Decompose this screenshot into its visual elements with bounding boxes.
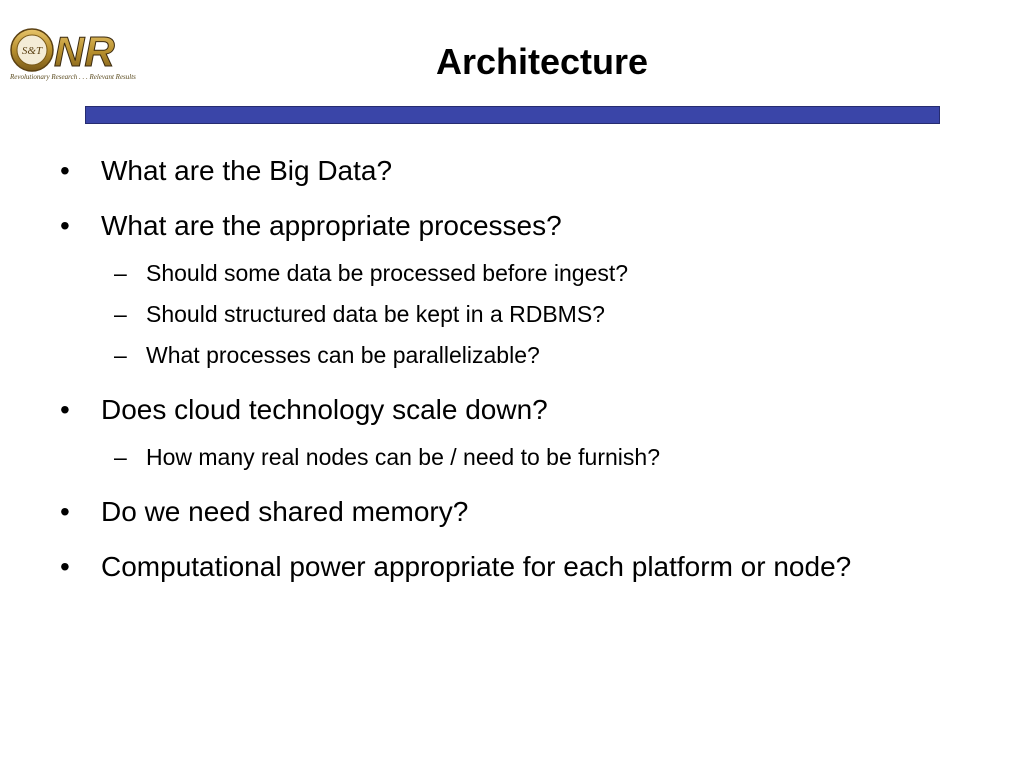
- sub-bullet-mark: –: [114, 260, 127, 286]
- bullet-mark: •: [60, 210, 70, 241]
- sub-bullet-list: –Should some data be processed before in…: [0, 256, 1024, 373]
- onr-logo-graphic: S&T NR: [10, 28, 116, 74]
- bullet-list: • What are the Big Data? • What are the app…: [0, 150, 1024, 601]
- sub-bullet-mark: –: [114, 301, 127, 327]
- bullet-item: • What are the appropriate processes?: [0, 205, 1024, 247]
- sub-bullet-list: –How many real nodes can be / need to be…: [0, 440, 1024, 475]
- sub-bullet-text: Should structured data be kept in a RDBM…: [146, 301, 605, 327]
- sub-bullet-item: –What processes can be parallelizable?: [0, 338, 1024, 373]
- sub-bullet-mark: –: [114, 342, 127, 368]
- title-rule: [85, 106, 940, 124]
- bullet-mark: •: [60, 394, 70, 425]
- bullet-text: What are the appropriate processes?: [101, 210, 562, 241]
- sub-bullet-item: –How many real nodes can be / need to be…: [0, 440, 1024, 475]
- onr-logo: S&T NR Revolutionary Research . . . Rele…: [8, 26, 148, 88]
- sub-bullet-text: What processes can be parallelizable?: [146, 342, 540, 368]
- bullet-mark: •: [60, 551, 70, 582]
- bullet-mark: •: [60, 496, 70, 527]
- sub-bullet-item: –Should some data be processed before in…: [0, 256, 1024, 291]
- bullet-item: • Does cloud technology scale down?: [0, 389, 1024, 431]
- bullet-item: • Do we need shared memory?: [0, 491, 1024, 533]
- sub-bullet-mark: –: [114, 444, 127, 470]
- logo-letters: NR: [54, 28, 115, 74]
- bullet-mark: •: [60, 155, 70, 186]
- sub-bullet-text: Should some data be processed before ing…: [146, 260, 629, 286]
- sub-bullet-text: How many real nodes can be / need to be …: [146, 444, 660, 470]
- bullet-text: Does cloud technology scale down?: [101, 394, 548, 425]
- bullet-text: Do we need shared memory?: [101, 496, 469, 527]
- bullet-text: What are the Big Data?: [101, 155, 393, 186]
- seal-center-icon: [16, 34, 48, 66]
- seal-text: S&T: [22, 45, 43, 57]
- logo-tagline: Revolutionary Research . . . Relevant Re…: [10, 73, 136, 81]
- slide-title: Architecture: [435, 41, 649, 82]
- bullet-item: • What are the Big Data?: [0, 150, 1024, 192]
- bullet-text: Computational power appropriate for each…: [101, 551, 852, 582]
- sub-bullet-item: –Should structured data be kept in a RDB…: [0, 297, 1024, 332]
- bullet-item: • Computational power appropriate for eac…: [0, 546, 1024, 588]
